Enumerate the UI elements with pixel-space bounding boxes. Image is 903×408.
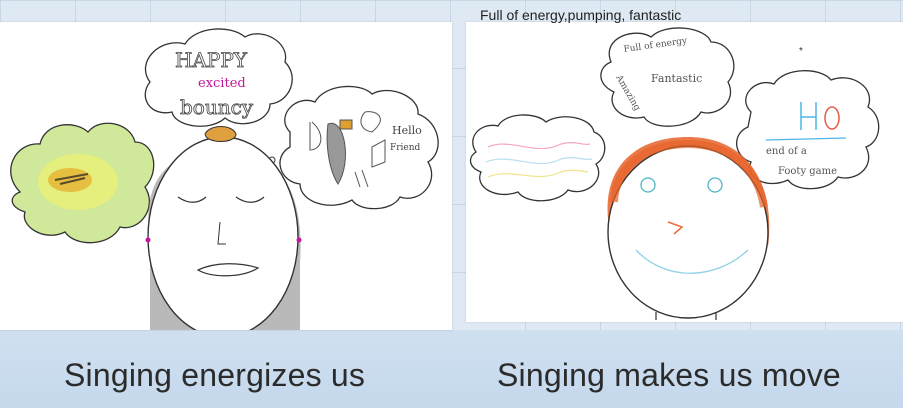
- drawing-singing-energizes: HAPPY excited bouncy Hello Friend: [0, 22, 452, 330]
- drawing-singing-makes-move: Full of energy Amazing Fantastic end of …: [466, 22, 903, 322]
- caption-band: [0, 330, 903, 408]
- bubble-word-happy: HAPPY: [175, 48, 248, 72]
- left-drawing-svg: HAPPY excited bouncy Hello Friend: [10, 28, 439, 330]
- thought-bubble-singing: Hello Friend: [268, 85, 439, 210]
- bubble-word-fantastic: Fantastic: [651, 72, 702, 85]
- right-drawing-svg: Full of energy Amazing Fantastic end of …: [469, 27, 880, 320]
- star-mark: *: [799, 46, 803, 57]
- green-cloud: [10, 122, 155, 244]
- bubble-word-friend: Friend: [390, 143, 421, 153]
- printed-note: Full of energy,pumping, fantastic: [480, 7, 682, 23]
- bubble-word-footy-game: Footy game: [778, 166, 837, 177]
- thought-bubble-waves: [469, 114, 606, 202]
- caption-singing-makes-move: Singing makes us move: [497, 357, 841, 393]
- bubble-word-excited: excited: [198, 76, 246, 91]
- face-singer-left: [145, 126, 302, 330]
- bubble-word-bouncy: bouncy: [180, 95, 254, 119]
- thought-bubble-energy: Full of energy Amazing Fantastic: [600, 27, 735, 127]
- caption-singing-energizes: Singing energizes us: [64, 357, 366, 393]
- thought-bubble-feelings: HAPPY excited bouncy: [144, 28, 293, 148]
- thought-bubble-footy: end of a Footy game: [736, 70, 880, 190]
- face-singer-right: [607, 137, 770, 320]
- bubble-word-end-of-a: end of a: [766, 146, 807, 157]
- bubble-word-hello: Hello: [392, 124, 422, 137]
